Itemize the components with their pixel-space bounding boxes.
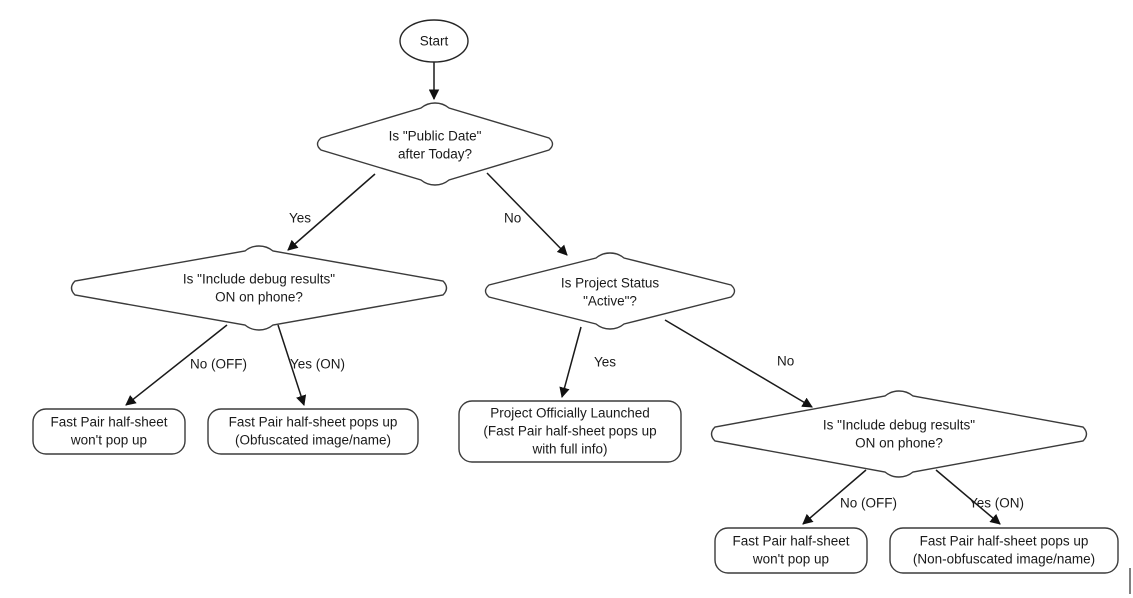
edge-public-date-no: [486, 172, 568, 256]
edge-label-debug-left-yes: Yes (ON): [290, 357, 345, 372]
edge-label-debug-right-no: No (OFF): [840, 496, 897, 511]
edge-label-debug-left-no: No (OFF): [190, 357, 247, 372]
edge-label-project-status-yes: Yes: [594, 355, 616, 370]
edge-label-project-status-no: No: [777, 354, 794, 369]
node-result-launched[interactable]: Project Officially Launched (Fast Pair h…: [458, 400, 682, 463]
node-decision-public-date-line2: after Today?: [398, 147, 472, 162]
node-decision-debug-right[interactable]: Is "Include debug results" ON on phone?: [710, 390, 1088, 478]
node-decision-debug-right-line2: ON on phone?: [855, 436, 943, 451]
edge-label-public-date-no: No: [504, 211, 521, 226]
node-result-right-off-line1: Fast Pair half-sheet: [732, 534, 849, 549]
node-result-right-on[interactable]: Fast Pair half-sheet pops up (Non-obfusc…: [889, 527, 1119, 574]
node-result-right-on-line2: (Non-obfuscated image/name): [913, 552, 1095, 567]
edge-public-date-yes: [287, 173, 376, 251]
node-result-launched-line2: (Fast Pair half-sheet pops up: [483, 424, 656, 439]
node-start[interactable]: Start: [399, 19, 469, 63]
node-result-left-on[interactable]: Fast Pair half-sheet pops up (Obfuscated…: [207, 408, 419, 455]
node-result-launched-line1: Project Officially Launched: [490, 406, 650, 421]
edge-label-debug-right-yes: Yes (ON): [969, 496, 1024, 511]
node-decision-debug-left-line2: ON on phone?: [215, 290, 303, 305]
edge-project-status-yes: [559, 326, 582, 399]
node-decision-debug-left-line1: Is "Include debug results": [183, 272, 335, 287]
node-decision-project-status-line2: "Active"?: [583, 294, 637, 309]
edge-project-status-no: [664, 319, 813, 408]
node-decision-public-date-line1: Is "Public Date": [389, 129, 482, 144]
node-decision-debug-left[interactable]: Is "Include debug results" ON on phone?: [70, 245, 448, 331]
node-result-left-on-line2: (Obfuscated image/name): [235, 433, 391, 448]
node-decision-project-status-line1: Is Project Status: [561, 276, 660, 291]
node-result-right-off[interactable]: Fast Pair half-sheet won't pop up: [714, 527, 868, 574]
node-result-left-on-line1: Fast Pair half-sheet pops up: [229, 415, 398, 430]
edge-layer: [125, 62, 1001, 525]
node-result-right-off-line2: won't pop up: [752, 552, 829, 567]
edge-debug-left-yes: [277, 324, 307, 406]
node-result-left-off[interactable]: Fast Pair half-sheet won't pop up: [32, 408, 186, 455]
edge-debug-right-no: [802, 469, 867, 525]
node-decision-project-status[interactable]: Is Project Status "Active"?: [484, 252, 736, 330]
node-start-label: Start: [420, 34, 449, 49]
node-decision-debug-right-line1: Is "Include debug results": [823, 418, 975, 433]
edge-label-layer: Yes No No (OFF) Yes (ON) Yes No No (OFF)…: [190, 211, 1024, 511]
edge-label-public-date-yes: Yes: [289, 211, 311, 226]
node-decision-public-date[interactable]: Is "Public Date" after Today?: [316, 102, 554, 186]
node-result-left-off-line2: won't pop up: [70, 433, 147, 448]
node-result-right-on-line1: Fast Pair half-sheet pops up: [920, 534, 1089, 549]
node-result-launched-line3: with full info): [531, 442, 607, 457]
node-result-left-off-line1: Fast Pair half-sheet: [50, 415, 167, 430]
edge-debug-left-no: [125, 324, 228, 406]
node-layer: Start Is "Public Date" after Today? Is "…: [32, 19, 1119, 574]
edge-debug-right-yes: [935, 469, 1001, 525]
